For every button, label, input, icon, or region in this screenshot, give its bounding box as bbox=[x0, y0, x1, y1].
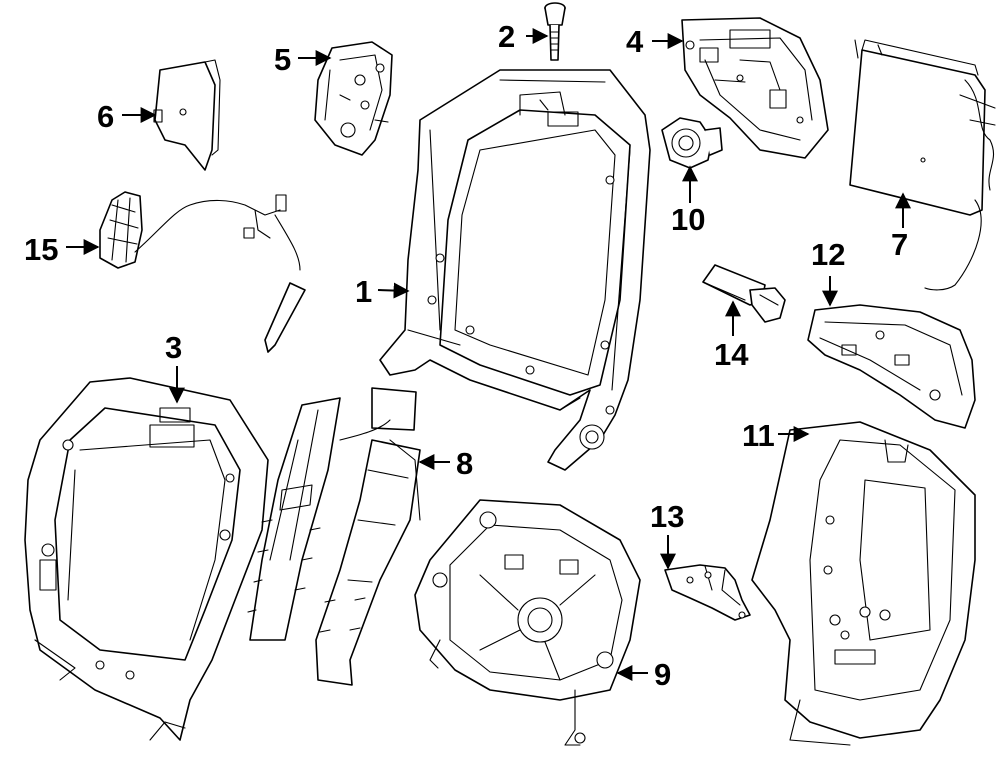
part-13-small-bracket bbox=[664, 564, 751, 621]
callout-7: 7 bbox=[891, 227, 908, 262]
part-9-lower-pan bbox=[414, 499, 641, 746]
part-2-bolt bbox=[544, 2, 566, 61]
part-1-seatback-frame bbox=[379, 69, 651, 471]
callout-11: 11 bbox=[742, 418, 775, 453]
part-7-back-board bbox=[849, 39, 996, 291]
part-11-back-trim bbox=[751, 421, 976, 746]
leader-arrows bbox=[66, 28, 911, 681]
callout-12: 12 bbox=[811, 237, 845, 272]
part-15-switch-harness bbox=[99, 191, 306, 353]
callout-4: 4 bbox=[626, 24, 644, 59]
callout-15: 15 bbox=[24, 232, 58, 267]
part-12-headrest-bracket bbox=[807, 304, 976, 429]
part-6-bracket-plate bbox=[153, 59, 221, 171]
callout-10: 10 bbox=[671, 202, 705, 237]
part-8-lumbar-supports bbox=[247, 387, 421, 686]
callout-13: 13 bbox=[650, 499, 684, 534]
callout-5: 5 bbox=[274, 42, 291, 77]
part-5-bracket bbox=[314, 41, 393, 156]
part-4-upper-bracket bbox=[681, 17, 829, 159]
callout-6: 6 bbox=[97, 99, 114, 134]
callout-9: 9 bbox=[654, 657, 671, 692]
callout-1: 1 bbox=[355, 274, 372, 309]
callout-8: 8 bbox=[456, 446, 473, 481]
callout-2: 2 bbox=[498, 19, 515, 54]
part-14-module bbox=[702, 264, 786, 323]
part-3-back-panel-frame bbox=[24, 377, 269, 741]
callout-numbers: 1 2 3 4 5 6 7 8 9 10 11 12 13 14 15 bbox=[24, 19, 908, 692]
callout-3: 3 bbox=[165, 330, 182, 365]
part-10-speaker bbox=[661, 117, 723, 169]
callout-14: 14 bbox=[714, 337, 749, 372]
